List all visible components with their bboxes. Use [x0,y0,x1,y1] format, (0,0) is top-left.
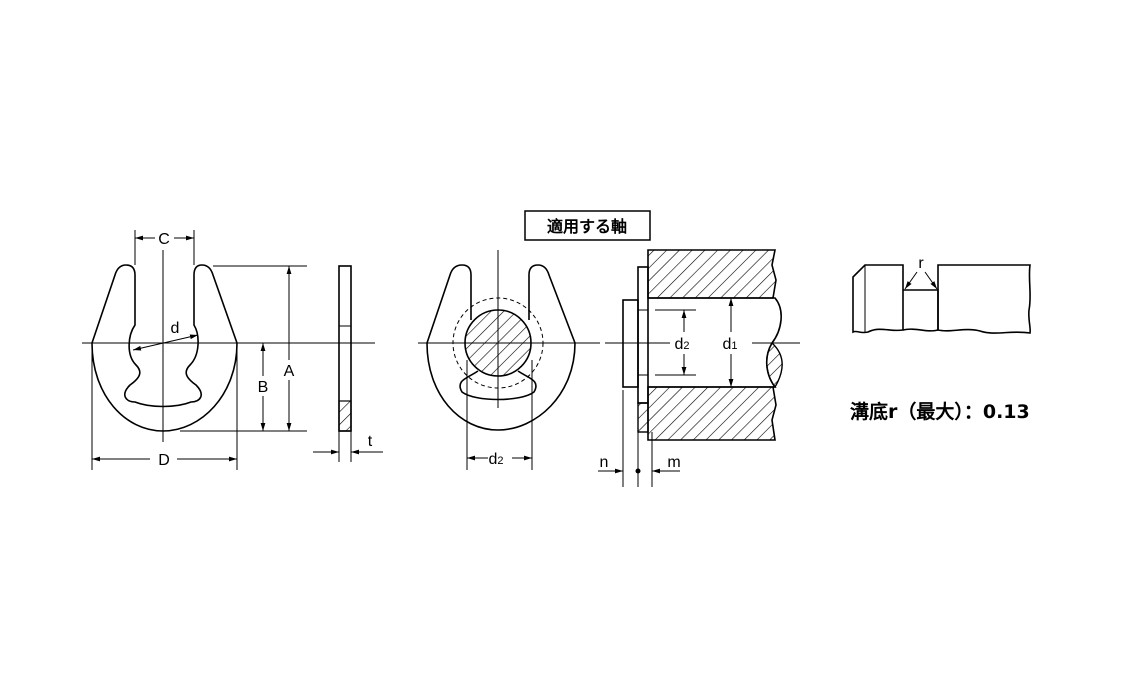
dim-D-label: D [158,452,170,469]
clip-front-view: C d A B D [82,230,375,470]
clip-outline-mounted [426,264,576,431]
shaft-section-view: d2 d1 n m [598,249,800,487]
title-text: 適用する軸 [547,217,627,236]
dim-t-label: t [368,433,373,450]
dim-n-label: n [600,454,609,471]
dim-d-label: d [171,320,180,337]
dim-d2-label: d2 [488,451,503,468]
groove-detail-view: r 溝底r（最大）：0.13 [850,255,1032,423]
dim-B-label: B [258,379,269,396]
clip-side-view: t [313,265,383,462]
dim-d2-section-label: d2 [674,336,689,353]
dim-A-label: A [284,363,295,380]
title-box: 適用する軸 [524,210,651,241]
dim-d1-label: d1 [722,336,737,353]
groove-r-label: r [918,255,924,272]
dim-m-label: m [667,454,680,471]
clip-outline [91,264,238,432]
clip-on-shaft-view: d2 [418,250,600,470]
dim-C-label: C [158,231,170,248]
groove-radius-note: 溝底r（最大）：0.13 [850,400,1030,423]
